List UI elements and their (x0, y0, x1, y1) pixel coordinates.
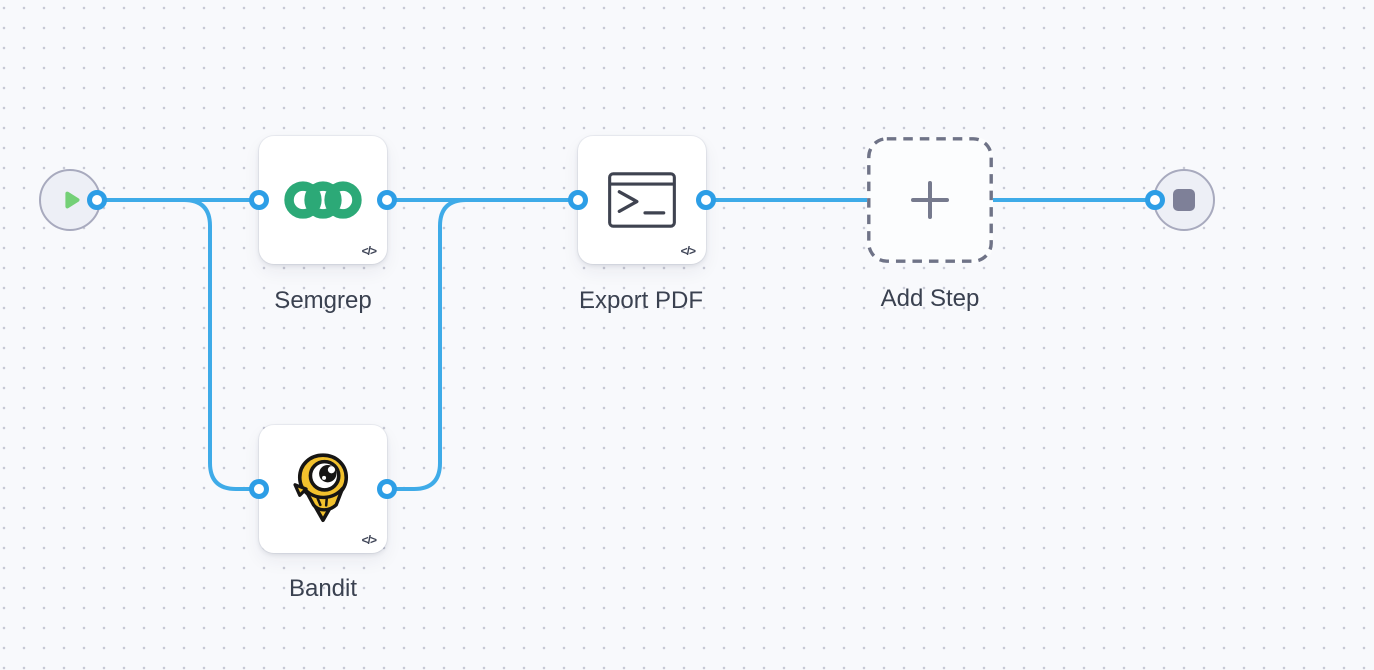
port-bandit-out[interactable] (377, 479, 397, 499)
port-semgrep-out[interactable] (377, 190, 397, 210)
node-export-pdf[interactable]: </> (578, 136, 706, 264)
stop-icon (1173, 189, 1195, 211)
code-badge-icon: </> (680, 244, 696, 258)
semgrep-rings-icon (284, 181, 362, 219)
node-label-add-step: Add Step (880, 285, 980, 312)
node-bandit[interactable]: </> (259, 425, 387, 553)
edge-start-bandit[interactable] (182, 198, 261, 491)
bandit-bird-icon (293, 453, 349, 522)
code-badge-icon: </> (361, 244, 377, 258)
dashed-border (867, 137, 993, 263)
play-icon (65, 191, 80, 209)
add-step-button[interactable] (867, 137, 993, 263)
port-semgrep-in[interactable] (249, 190, 269, 210)
node-label-export-pdf: Export PDF (578, 287, 704, 314)
port-bandit-in[interactable] (249, 479, 269, 499)
node-label-semgrep: Semgrep (274, 287, 372, 314)
node-label-bandit: Bandit (288, 575, 358, 602)
port-end-in[interactable] (1145, 190, 1165, 210)
terminal-icon (608, 172, 676, 228)
edge-bandit-exportpdf[interactable] (385, 198, 580, 491)
port-export-pdf-out[interactable] (696, 190, 716, 210)
code-badge-icon: </> (361, 533, 377, 547)
node-semgrep[interactable]: </> (259, 136, 387, 264)
port-start-out[interactable] (87, 190, 107, 210)
port-export-pdf-in[interactable] (568, 190, 588, 210)
plus-icon (911, 181, 949, 219)
